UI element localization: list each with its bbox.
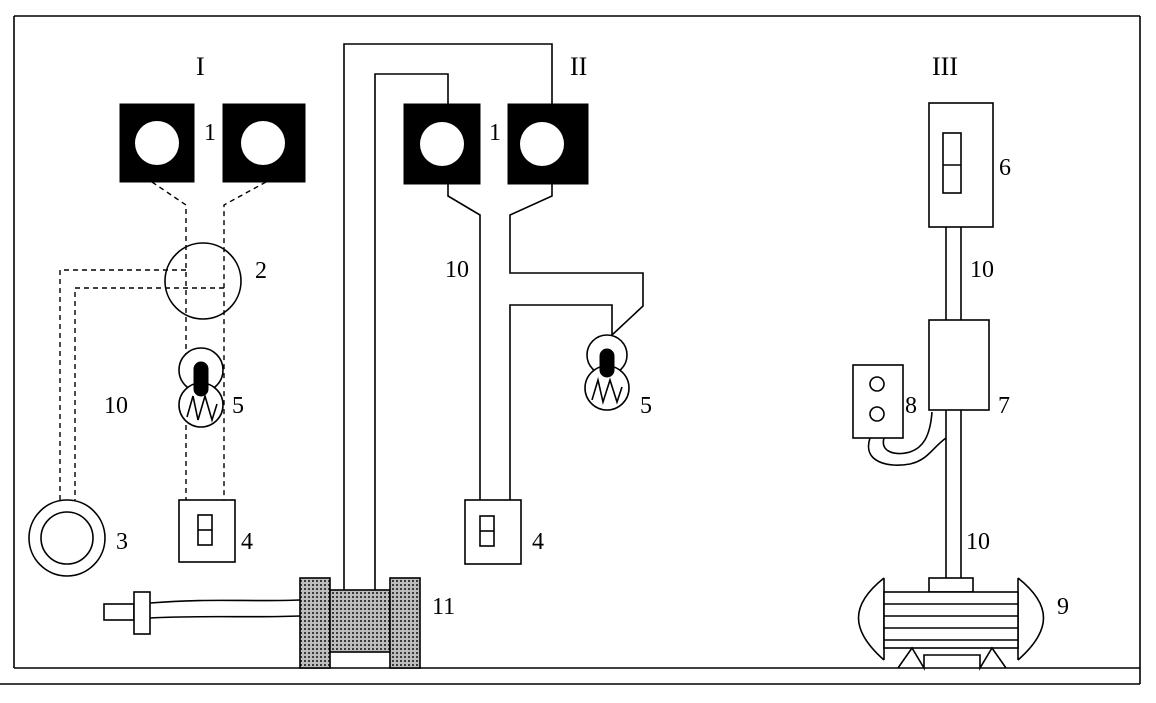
- label-junction-box: 2: [255, 258, 267, 284]
- label-motor: 9: [1057, 594, 1069, 620]
- label-wire-three-top: 10: [970, 257, 994, 283]
- solid-wiring-two: [447, 184, 644, 500]
- section-two-title: II: [570, 52, 587, 81]
- section-one-title: I: [196, 52, 205, 81]
- outlet: [852, 364, 947, 466]
- section-one: [28, 103, 306, 577]
- switch-two: [464, 499, 522, 565]
- label-wire-two: 10: [445, 257, 469, 283]
- control-box: [928, 319, 990, 411]
- socket-pair-one: [119, 103, 306, 183]
- section-two: [343, 43, 644, 590]
- switch-one: [178, 499, 236, 563]
- ring-device: [28, 499, 106, 577]
- junction-box: [164, 242, 242, 320]
- section-three-title: III: [932, 52, 958, 81]
- label-switch-two: 4: [532, 529, 544, 555]
- label-socket-two: 1: [489, 120, 501, 146]
- label-main-switch-box: 6: [999, 155, 1011, 181]
- label-socket-one: 1: [204, 120, 216, 146]
- lamp-one: [178, 347, 224, 428]
- motor: [857, 577, 1045, 671]
- lamp-two: [584, 334, 630, 411]
- label-wire-one: 10: [104, 393, 128, 419]
- cable-reel: [103, 577, 421, 669]
- label-lamp-two: 5: [640, 393, 652, 419]
- label-switch-one: 4: [241, 529, 253, 555]
- label-wire-three-bottom: 10: [966, 529, 990, 555]
- label-control-box: 7: [998, 393, 1010, 419]
- label-lamp-one: 5: [232, 393, 244, 419]
- diagram-frame: [0, 15, 1141, 685]
- section-three: [852, 102, 1045, 671]
- main-switch-box: [928, 102, 994, 228]
- socket-pair-two: [403, 103, 589, 185]
- reel-feed-wires: [343, 43, 553, 590]
- label-cable-reel: 11: [432, 594, 455, 620]
- label-ring-device: 3: [116, 529, 128, 555]
- label-outlet: 8: [905, 393, 917, 419]
- dashed-wiring-one: [59, 181, 267, 500]
